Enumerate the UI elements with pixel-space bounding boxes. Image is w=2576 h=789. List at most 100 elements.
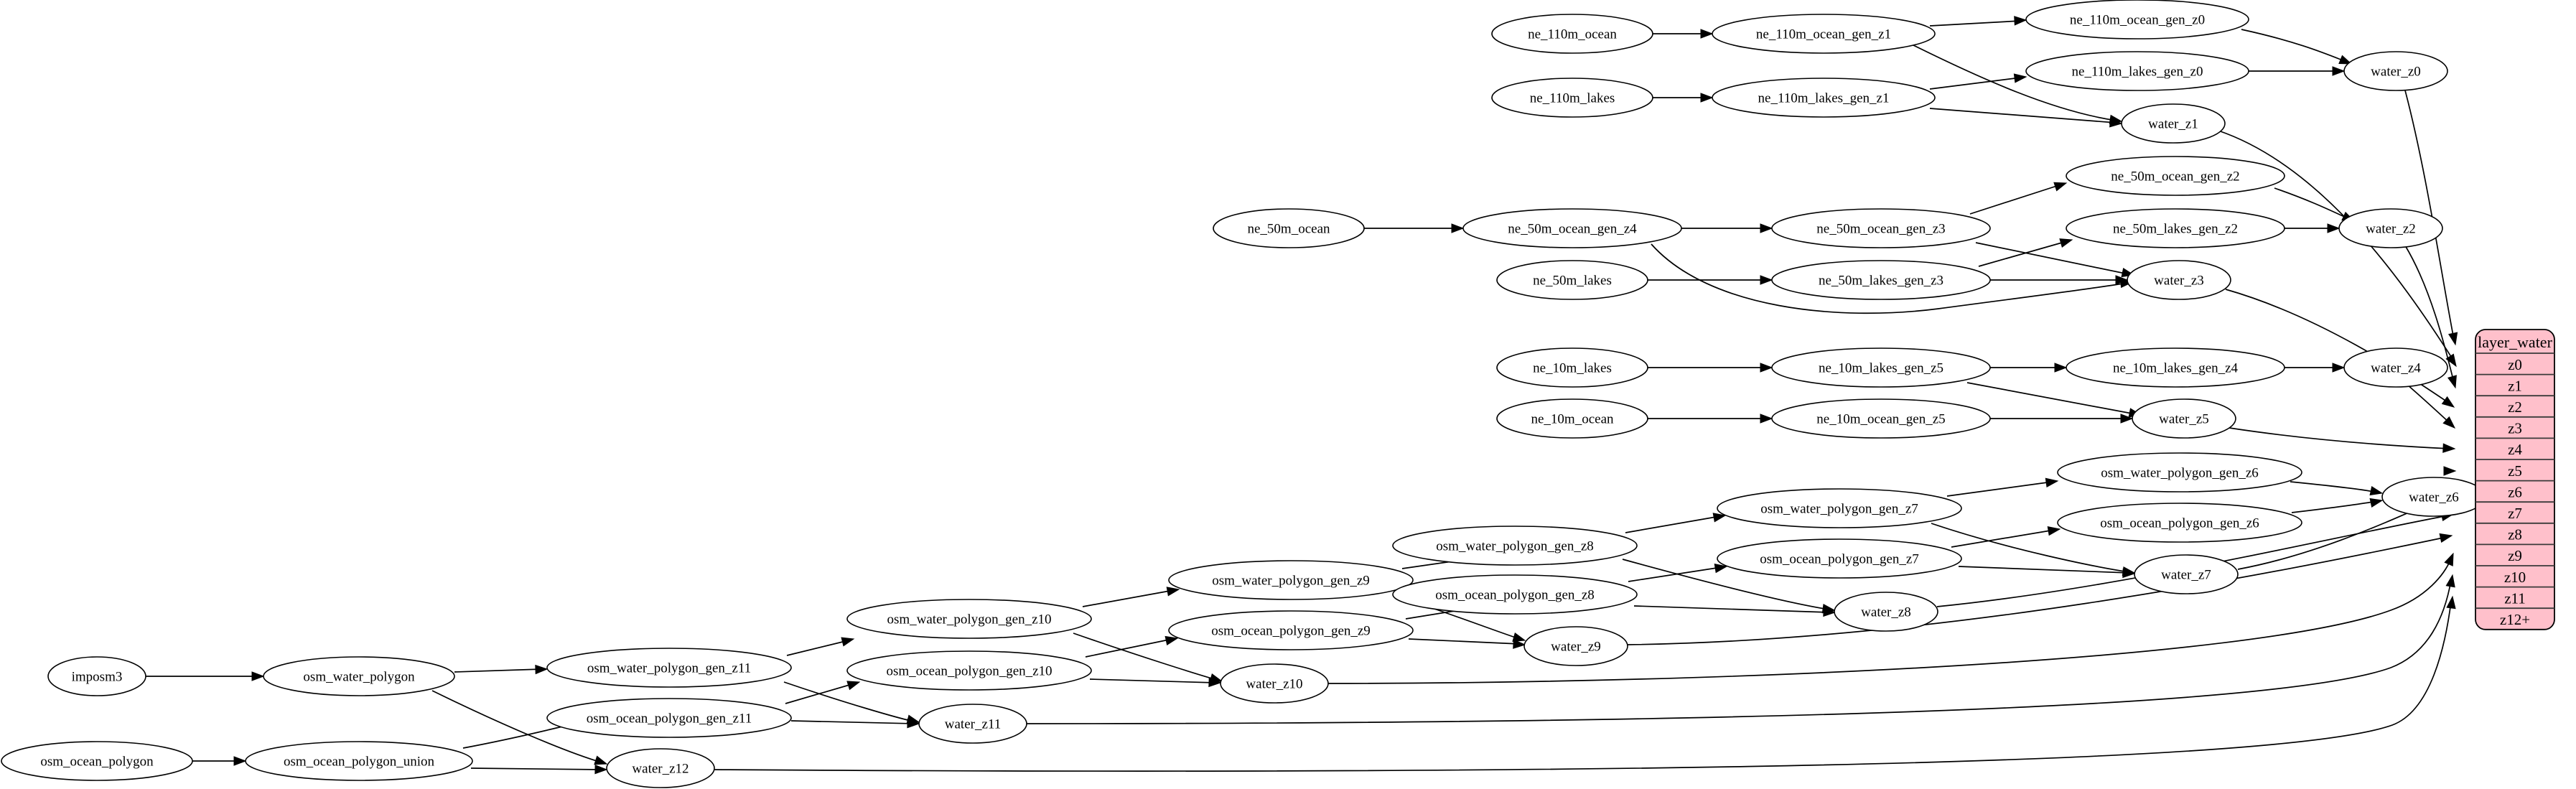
node-ellipse[interactable] xyxy=(2066,347,2285,388)
node-ellipse[interactable] xyxy=(846,650,1092,691)
node-osm_water_polygon[interactable]: osm_water_polygon xyxy=(263,656,455,696)
node-ellipse[interactable] xyxy=(1491,78,1653,118)
node-water_z9[interactable]: water_z9 xyxy=(1523,626,1628,666)
node-ellipse[interactable] xyxy=(2057,503,2302,543)
node-ellipse[interactable] xyxy=(1220,663,1329,704)
node-ellipse[interactable] xyxy=(1392,526,1638,566)
node-imposm3[interactable]: imposm3 xyxy=(47,656,146,696)
node-osm_ocean_polygon_gen_z10[interactable]: osm_ocean_polygon_gen_z10 xyxy=(846,650,1092,691)
node-ellipse[interactable] xyxy=(47,656,146,696)
record-row-z3[interactable]: z3 xyxy=(2508,420,2522,437)
node-water_z7[interactable]: water_z7 xyxy=(2134,554,2239,594)
node-ellipse[interactable] xyxy=(546,648,792,688)
node-osm_water_polygon_gen_z8[interactable]: osm_water_polygon_gen_z8 xyxy=(1392,526,1638,566)
record-row-z9[interactable]: z9 xyxy=(2508,547,2522,564)
record-row-z5[interactable]: z5 xyxy=(2508,462,2522,480)
node-ellipse[interactable] xyxy=(2066,156,2285,196)
node-ellipse[interactable] xyxy=(2134,554,2239,594)
node-ellipse[interactable] xyxy=(2025,51,2249,91)
node-ellipse[interactable] xyxy=(1834,592,1938,632)
node-ellipse[interactable] xyxy=(263,656,455,696)
node-ne_50m_lakes[interactable]: ne_50m_lakes xyxy=(1496,260,1648,300)
node-ne_110m_lakes[interactable]: ne_110m_lakes xyxy=(1491,78,1653,118)
node-water_z2[interactable]: water_z2 xyxy=(2338,208,2443,248)
node-osm_water_polygon_gen_z6[interactable]: osm_water_polygon_gen_z6 xyxy=(2057,452,2302,492)
node-ellipse[interactable] xyxy=(846,599,1092,639)
record-row-z7[interactable]: z7 xyxy=(2508,505,2522,522)
node-ellipse[interactable] xyxy=(1392,574,1638,615)
node-osm_ocean_polygon_gen_z9[interactable]: osm_ocean_polygon_gen_z9 xyxy=(1168,610,1414,650)
node-ellipse[interactable] xyxy=(245,741,473,781)
node-water_z6[interactable]: water_z6 xyxy=(2381,477,2486,517)
node-water_z10[interactable]: water_z10 xyxy=(1220,663,1329,704)
node-ellipse[interactable] xyxy=(1496,398,1648,439)
node-ellipse[interactable] xyxy=(1496,260,1648,300)
node-water_z4[interactable]: water_z4 xyxy=(2343,347,2448,388)
node-ellipse[interactable] xyxy=(546,698,792,738)
node-ellipse[interactable] xyxy=(2025,0,2249,39)
node-osm_water_polygon_gen_z10[interactable]: osm_water_polygon_gen_z10 xyxy=(846,599,1092,639)
layer-water-record[interactable]: layer_waterz0z1z2z3z4z5z6z7z8z9z10z11z12… xyxy=(2475,329,2555,630)
node-ellipse[interactable] xyxy=(1496,347,1648,388)
node-ellipse[interactable] xyxy=(1771,398,1991,439)
node-ne_50m_lakes_gen_z3[interactable]: ne_50m_lakes_gen_z3 xyxy=(1771,260,1991,300)
node-ne_110m_ocean[interactable]: ne_110m_ocean xyxy=(1491,14,1653,54)
node-ellipse[interactable] xyxy=(2057,452,2302,492)
record-row-z4[interactable]: z4 xyxy=(2508,441,2522,458)
node-ellipse[interactable] xyxy=(1462,208,1682,248)
node-water_z11[interactable]: water_z11 xyxy=(918,704,1027,744)
node-ne_110m_lakes_gen_z0[interactable]: ne_110m_lakes_gen_z0 xyxy=(2025,51,2249,91)
node-ellipse[interactable] xyxy=(1168,560,1414,600)
node-ellipse[interactable] xyxy=(2132,398,2236,439)
node-water_z0[interactable]: water_z0 xyxy=(2343,51,2448,91)
record-row-z11[interactable]: z11 xyxy=(2504,589,2526,607)
node-ellipse[interactable] xyxy=(1213,208,1365,248)
record-row-z6[interactable]: z6 xyxy=(2508,483,2522,500)
node-osm_ocean_polygon[interactable]: osm_ocean_polygon xyxy=(1,741,193,781)
node-ne_50m_lakes_gen_z2[interactable]: ne_50m_lakes_gen_z2 xyxy=(2066,208,2285,248)
node-ne_10m_ocean_gen_z5[interactable]: ne_10m_ocean_gen_z5 xyxy=(1771,398,1991,439)
node-water_z5[interactable]: water_z5 xyxy=(2132,398,2236,439)
node-ne_10m_lakes_gen_z5[interactable]: ne_10m_lakes_gen_z5 xyxy=(1771,347,1991,388)
node-ellipse[interactable] xyxy=(1712,78,1936,118)
node-ellipse[interactable] xyxy=(2338,208,2443,248)
node-osm_ocean_polygon_gen_z11[interactable]: osm_ocean_polygon_gen_z11 xyxy=(546,698,792,738)
node-ellipse[interactable] xyxy=(1712,14,1936,54)
record-row-z2[interactable]: z2 xyxy=(2508,398,2522,416)
node-ne_50m_ocean_gen_z2[interactable]: ne_50m_ocean_gen_z2 xyxy=(2066,156,2285,196)
node-osm_ocean_polygon_union[interactable]: osm_ocean_polygon_union xyxy=(245,741,473,781)
node-osm_ocean_polygon_gen_z7[interactable]: osm_ocean_polygon_gen_z7 xyxy=(1717,538,1962,579)
node-ellipse[interactable] xyxy=(1771,260,1991,300)
record-row-z10[interactable]: z10 xyxy=(2504,569,2526,586)
node-ne_50m_ocean[interactable]: ne_50m_ocean xyxy=(1213,208,1365,248)
node-ellipse[interactable] xyxy=(1771,208,1991,248)
node-ne_10m_ocean[interactable]: ne_10m_ocean xyxy=(1496,398,1648,439)
node-ellipse[interactable] xyxy=(1168,610,1414,650)
node-osm_water_polygon_gen_z11[interactable]: osm_water_polygon_gen_z11 xyxy=(546,648,792,688)
node-ellipse[interactable] xyxy=(2381,477,2486,517)
node-ne_10m_lakes_gen_z4[interactable]: ne_10m_lakes_gen_z4 xyxy=(2066,347,2285,388)
node-ne_10m_lakes[interactable]: ne_10m_lakes xyxy=(1496,347,1648,388)
node-osm_water_polygon_gen_z9[interactable]: osm_water_polygon_gen_z9 xyxy=(1168,560,1414,600)
record-body[interactable] xyxy=(2475,329,2555,630)
node-water_z12[interactable]: water_z12 xyxy=(606,748,715,788)
record-row-z1[interactable]: z1 xyxy=(2508,377,2522,394)
node-ne_110m_ocean_gen_z0[interactable]: ne_110m_ocean_gen_z0 xyxy=(2025,0,2249,39)
node-ellipse[interactable] xyxy=(1717,488,1962,528)
record-row-z0[interactable]: z0 xyxy=(2508,356,2522,373)
node-ellipse[interactable] xyxy=(2066,208,2285,248)
node-ellipse[interactable] xyxy=(2343,347,2448,388)
node-ellipse[interactable] xyxy=(1717,538,1962,579)
node-ellipse[interactable] xyxy=(2343,51,2448,91)
node-osm_ocean_polygon_gen_z8[interactable]: osm_ocean_polygon_gen_z8 xyxy=(1392,574,1638,615)
node-ne_50m_ocean_gen_z3[interactable]: ne_50m_ocean_gen_z3 xyxy=(1771,208,1991,248)
record-row-z12+[interactable]: z12+ xyxy=(2500,611,2530,628)
node-ne_110m_ocean_gen_z1[interactable]: ne_110m_ocean_gen_z1 xyxy=(1712,14,1936,54)
node-ellipse[interactable] xyxy=(1771,347,1991,388)
node-ellipse[interactable] xyxy=(918,704,1027,744)
node-ellipse[interactable] xyxy=(606,748,715,788)
node-ellipse[interactable] xyxy=(2127,260,2231,300)
node-osm_ocean_polygon_gen_z6[interactable]: osm_ocean_polygon_gen_z6 xyxy=(2057,503,2302,543)
node-ellipse[interactable] xyxy=(1523,626,1628,666)
record-row-z8[interactable]: z8 xyxy=(2508,526,2522,543)
